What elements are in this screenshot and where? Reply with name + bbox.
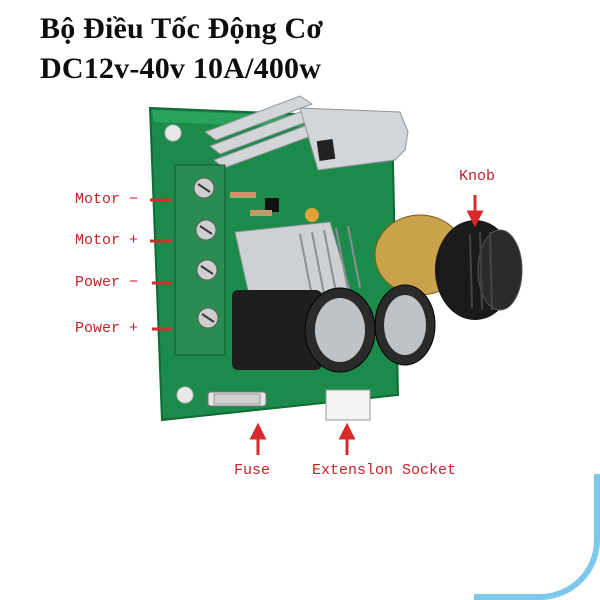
label-motor-plus: Motor + (75, 232, 139, 249)
label-power-minus: Power − (75, 274, 139, 291)
label-power-plus: Power + (75, 320, 139, 337)
label-extension-socket: Extenslon Socket (312, 462, 457, 479)
product-title-line1: Bộ Điều Tốc Động Cơ (40, 12, 324, 45)
product-title-line2: DC12v-40v 10A/400w (40, 52, 322, 85)
label-knob: Knob (459, 168, 496, 185)
decorative-corner-frame (474, 474, 600, 600)
label-motor-minus: Motor − (75, 191, 139, 208)
label-fuse: Fuse (234, 462, 271, 479)
